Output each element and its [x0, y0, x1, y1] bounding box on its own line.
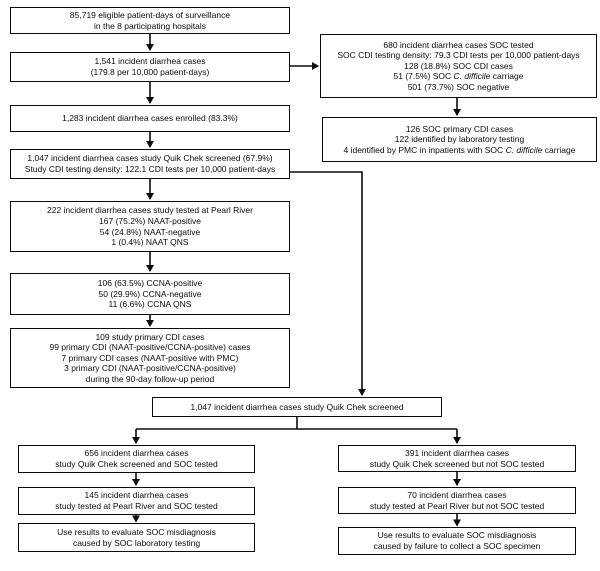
box-pearl-and-soc: 145 incident diarrhea cases study tested… — [18, 487, 255, 515]
text-line: 51 (7.5%) SOC C. difficile carriage — [394, 71, 524, 82]
text-line: 54 (24.8%) NAAT-negative — [99, 226, 201, 237]
box-enrolled: 1,283 incident diarrhea cases enrolled (… — [10, 105, 290, 132]
text-line: 1,047 incident diarrhea cases study Quik… — [27, 153, 273, 164]
text-line: Study CDI testing density: 122.1 CDI tes… — [24, 164, 276, 174]
box-quik-chek-screened: 1,047 incident diarrhea cases study Quik… — [10, 149, 290, 179]
text-line: Use results to evaluate SOC misdiagnosis — [377, 530, 537, 541]
text-line: 122 identified by laboratory testing — [394, 134, 525, 145]
text-line: 1 (0.4%) NAAT QNS — [111, 237, 189, 248]
text-line: study tested at Pearl River but not SOC … — [369, 500, 545, 511]
text-line: 145 incident diarrhea cases — [84, 490, 189, 501]
text-line: 99 primary CDI (NAAT-positive/CCNA-posit… — [49, 342, 251, 353]
text-line: study tested at Pearl River and SOC test… — [55, 501, 218, 511]
box-pearl-river-tested: 222 incident diarrhea cases study tested… — [10, 201, 290, 252]
text-line: SOC CDI testing density: 79.3 CDI tests … — [337, 50, 580, 61]
text-line: 4 identified by PMC in inpatients with S… — [344, 145, 576, 156]
text-line: 85,719 eligible patient-days of surveill… — [69, 9, 231, 20]
text-line: 126 SOC primary CDI cases — [405, 123, 514, 134]
text-line: 11 (6.6%) CCNA QNS — [108, 299, 192, 310]
text-line: Use results to evaluate SOC misdiagnosis — [57, 526, 216, 537]
text-line: study Quik Chek screened but not SOC tes… — [369, 458, 545, 469]
text-line: in the 8 participating hospitals — [94, 20, 206, 31]
text-line: caused by SOC laboratory testing — [72, 537, 201, 548]
text-line: 109 study primary CDI cases — [95, 331, 205, 342]
text-line: 501 (73.7%) SOC negative — [407, 81, 510, 92]
box-soc-tested: 680 incident diarrhea cases SOC tested S… — [320, 34, 597, 98]
text-line: 50 (29.9%) CCNA-negative — [98, 288, 202, 299]
text-line: 167 (75.2%) NAAT-positive — [99, 215, 201, 226]
box-pearl-not-soc: 70 incident diarrhea cases study tested … — [338, 487, 576, 514]
text-segment: 4 identified by PMC in inpatients with S… — [343, 144, 506, 155]
text-line: 222 incident diarrhea cases study tested… — [46, 205, 253, 216]
box-study-primary-cdi: 109 study primary CDI cases 99 primary C… — [10, 328, 290, 388]
box-use-specimen-misdiagnosis: Use results to evaluate SOC misdiagnosis… — [338, 527, 576, 555]
box-screened-all: 1,047 incident diarrhea cases study Quik… — [152, 397, 442, 417]
text-segment-italic: C. difficile — [453, 71, 491, 82]
box-incident-cases: 1,541 incident diarrhea cases (179.8 per… — [10, 52, 290, 82]
box-surveillance: 85,719 eligible patient-days of surveill… — [10, 7, 290, 34]
text-line: 7 primary CDI cases (NAAT-positive with … — [61, 352, 239, 363]
text-line: 656 incident diarrhea cases — [84, 448, 189, 459]
text-line: 128 (18.8%) SOC CDI cases — [404, 60, 513, 71]
box-use-lab-misdiagnosis: Use results to evaluate SOC misdiagnosis… — [18, 523, 255, 552]
text-segment: 51 (7.5%) SOC — [393, 71, 454, 82]
box-ccna-results: 106 (63.5%) CCNA-positive 50 (29.9%) CCN… — [10, 273, 290, 315]
text-segment-italic: C. difficile — [505, 144, 543, 155]
connector-screened-to-screened-all — [290, 171, 366, 396]
text-segment: carriage — [490, 71, 524, 82]
text-line: caused by failure to collect a SOC speci… — [373, 541, 541, 551]
text-line: 3 primary CDI (NAAT-positive/CCNA-positi… — [64, 363, 236, 374]
text-line: 1,541 incident diarrhea cases — [94, 56, 206, 67]
text-line: 70 incident diarrhea cases — [407, 489, 507, 500]
text-line: during the 90-day follow-up period — [85, 373, 215, 384]
box-screened-and-soc: 656 incident diarrhea cases study Quik C… — [18, 445, 255, 473]
text-segment: carriage — [542, 144, 576, 155]
text-line: (179.8 per 10,000 patient-days) — [90, 67, 210, 77]
box-screened-not-soc: 391 incident diarrhea cases study Quik C… — [338, 445, 576, 472]
text-line: 106 (63.5%) CCNA-positive — [97, 278, 203, 289]
text-line: 1,283 incident diarrhea cases enrolled (… — [62, 113, 238, 124]
box-soc-primary-cdi: 126 SOC primary CDI cases 122 identified… — [322, 117, 597, 162]
text-line: study Quik Chek screened and SOC tested — [55, 459, 218, 469]
text-line: 391 incident diarrhea cases — [405, 447, 509, 458]
text-line: 680 incident diarrhea cases SOC tested — [383, 39, 534, 50]
text-line: 1,047 incident diarrhea cases study Quik… — [190, 401, 404, 412]
